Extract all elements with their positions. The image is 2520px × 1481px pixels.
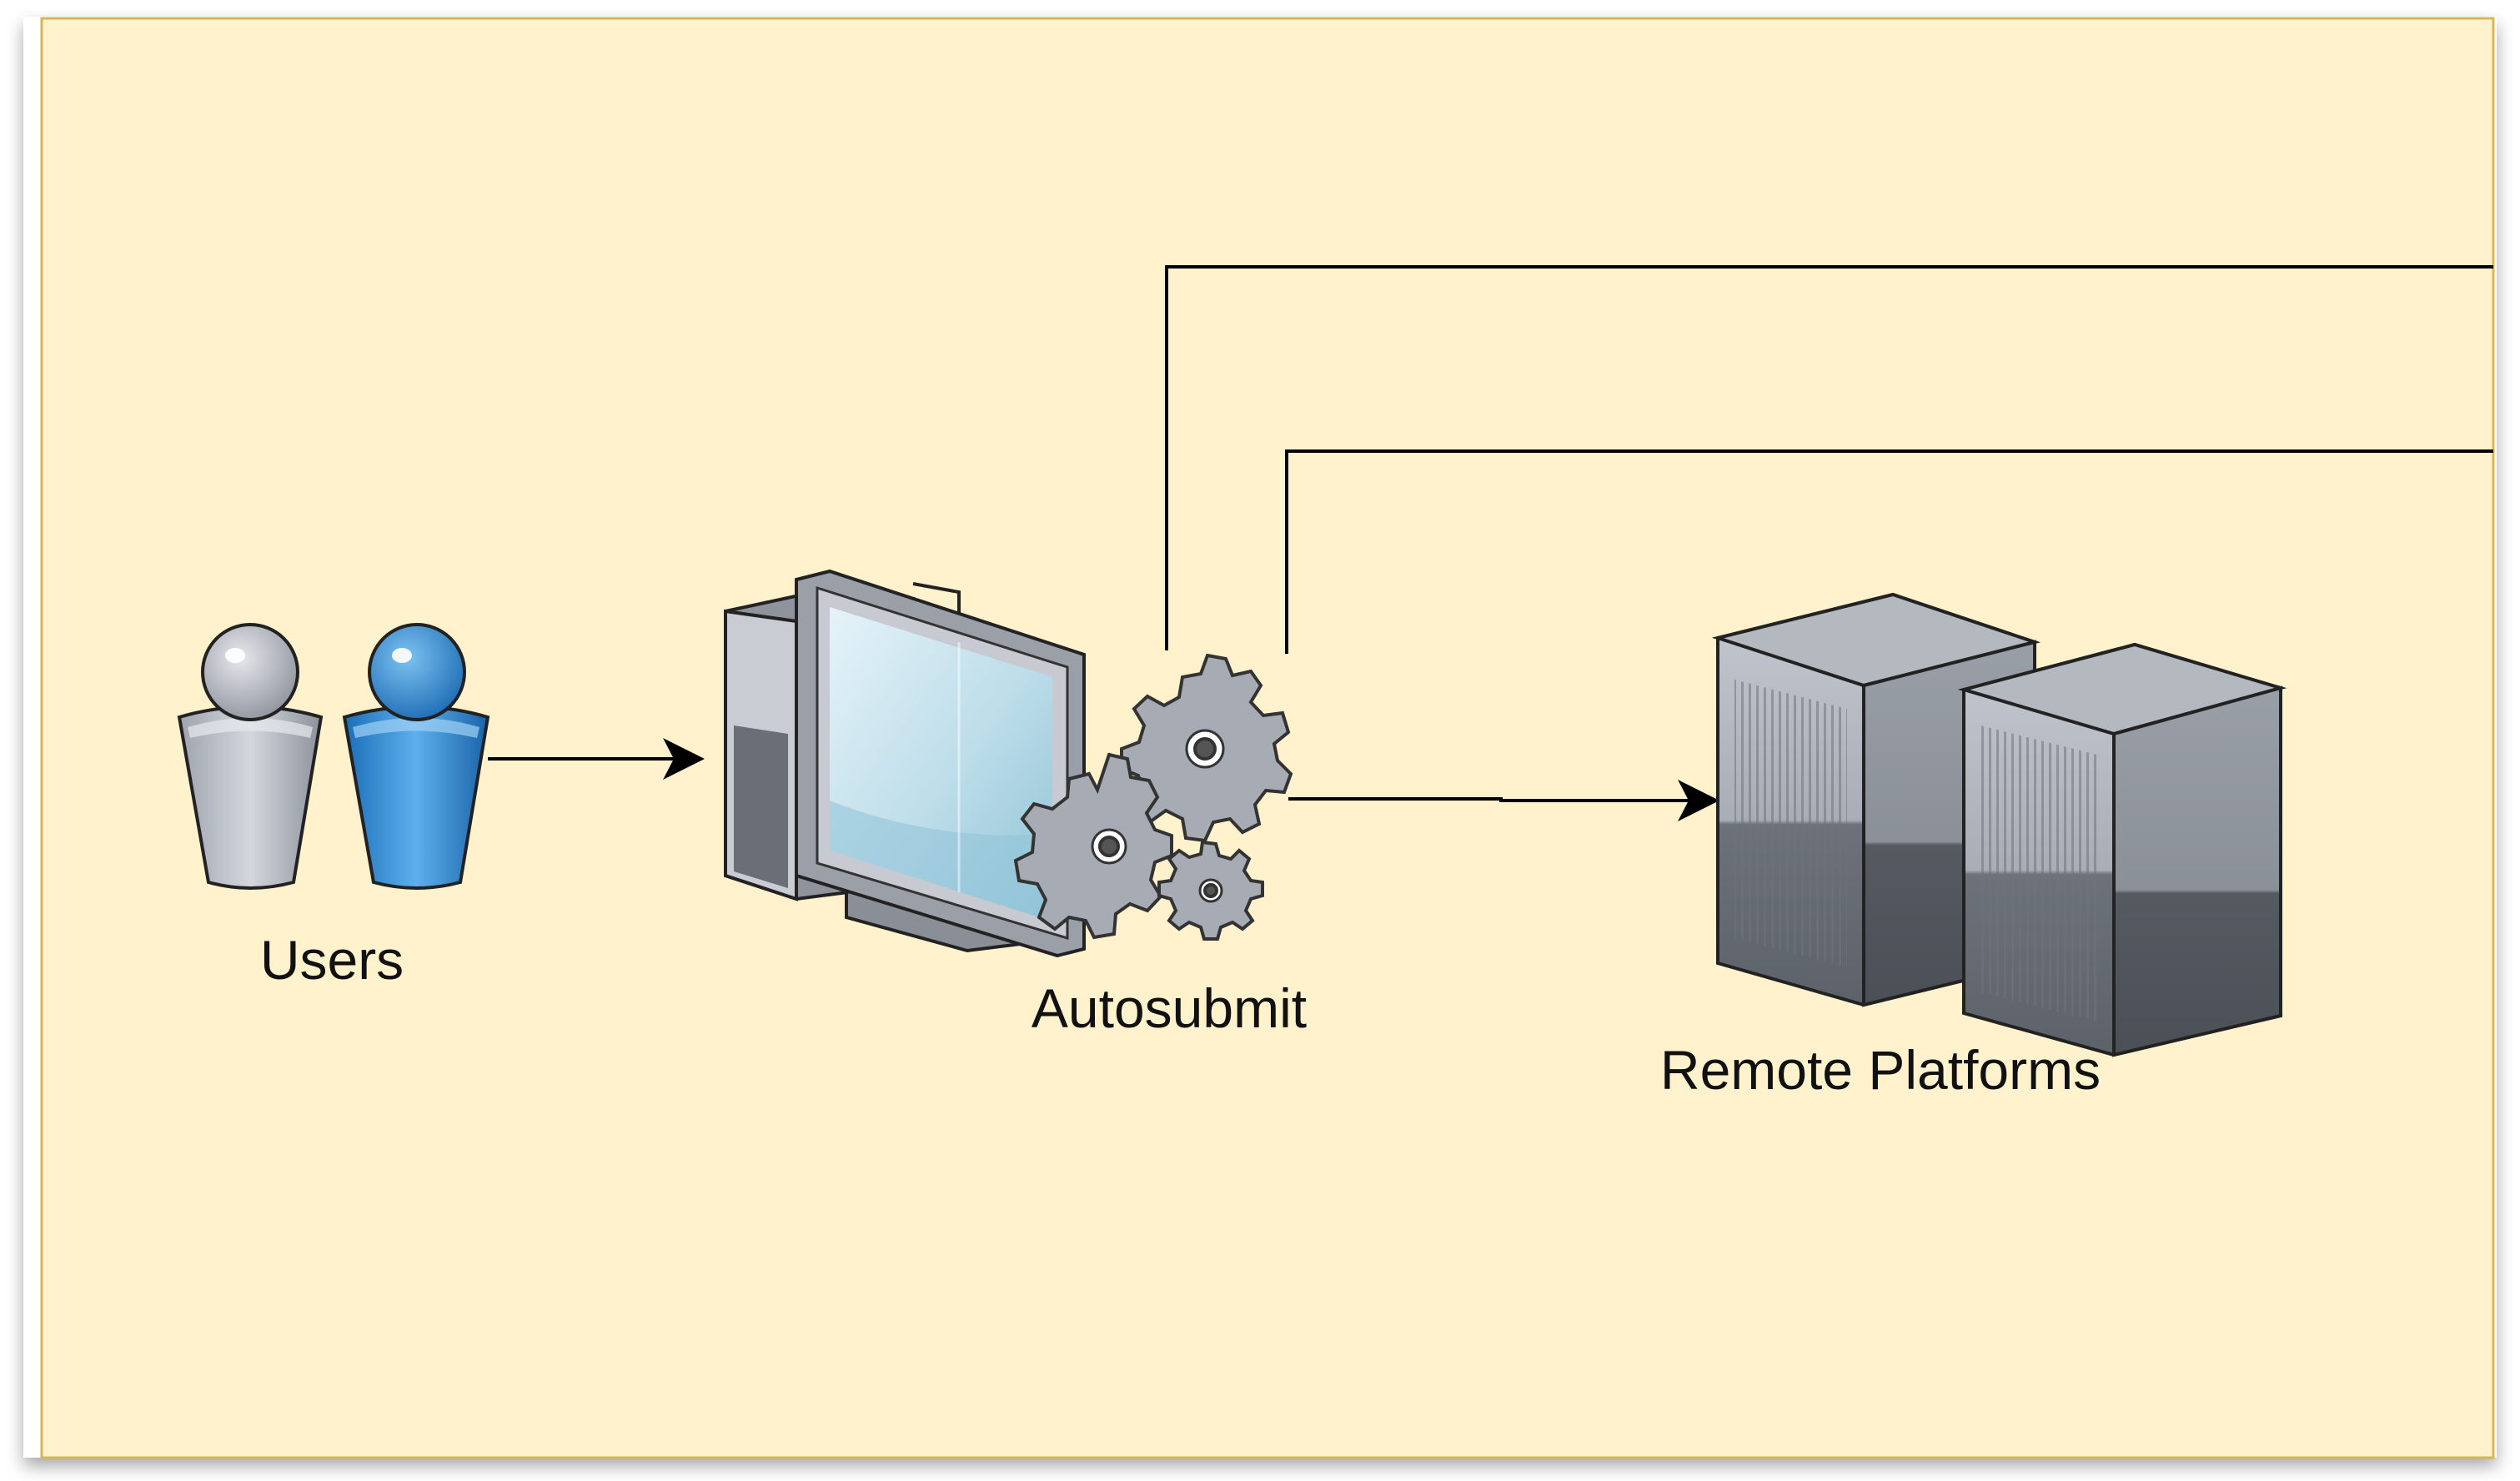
connector-lower bbox=[1285, 449, 2493, 654]
computer-with-gears-icon bbox=[724, 569, 1293, 958]
server-back-icon bbox=[1711, 592, 2041, 1007]
monitor-icon bbox=[795, 569, 1086, 958]
autosubmit-label: Autosubmit bbox=[1031, 977, 1308, 1039]
users-icon bbox=[177, 623, 490, 890]
server-front-icon bbox=[1957, 642, 2287, 1057]
users-label: Users bbox=[259, 929, 404, 991]
gears-icon bbox=[1013, 653, 1293, 941]
server-racks-icon bbox=[1711, 592, 2287, 1057]
connector-upper bbox=[1165, 265, 2493, 650]
edge-autosubmit-to-remote-platforms bbox=[1288, 780, 1719, 821]
remote-platforms-label: Remote Platforms bbox=[1659, 1039, 2101, 1101]
edge-users-to-autosubmit bbox=[488, 738, 705, 780]
user-blue-icon bbox=[342, 623, 490, 890]
user-gray-icon bbox=[177, 623, 324, 890]
